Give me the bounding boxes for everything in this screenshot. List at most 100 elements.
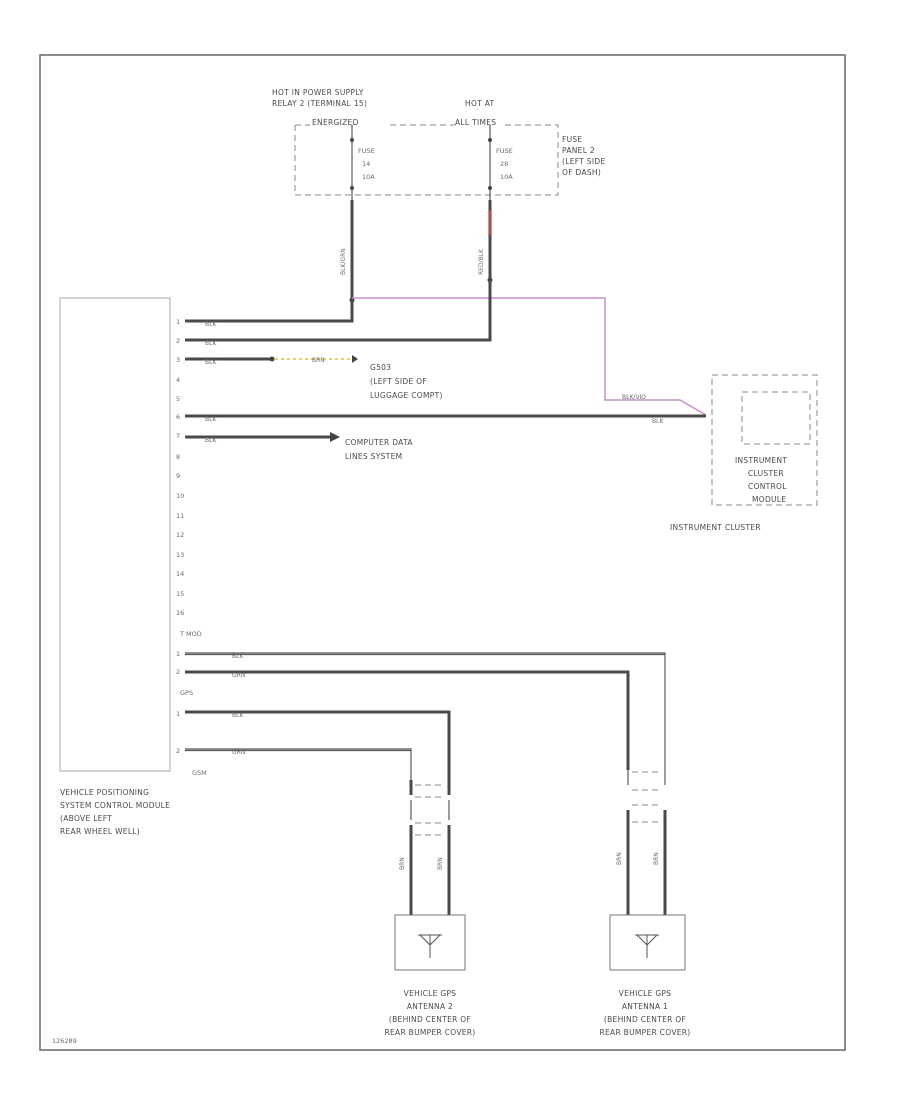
svg-text:BLK: BLK xyxy=(205,437,217,444)
svg-text:11: 11 xyxy=(176,512,184,520)
svg-text:BLK: BLK xyxy=(232,653,244,660)
antenna-1-connector: BRN BRN xyxy=(616,770,667,915)
svg-text:12: 12 xyxy=(176,531,184,539)
ground-label-3: LUGGAGE COMPT) xyxy=(370,391,443,400)
wire-violet xyxy=(352,297,707,416)
ground-arrow-icon xyxy=(352,355,358,363)
vpscm-box xyxy=(59,297,171,772)
reference-number: 126289 xyxy=(52,1037,77,1045)
svg-text:8: 8 xyxy=(176,453,180,461)
fuse-a: FUSE 14 10A xyxy=(350,125,375,200)
ant1-label-3: (BEHIND CENTER OF xyxy=(604,1015,686,1024)
wire-label-ic-black: BLK xyxy=(652,418,664,425)
svg-text:13: 13 xyxy=(176,551,184,559)
wire-pin-1 xyxy=(185,300,354,323)
fuse-panel-box xyxy=(294,124,559,196)
instrument-cluster-inner xyxy=(741,391,811,445)
wire-label-violet: BLK/VIO xyxy=(622,394,646,401)
svg-text:7: 7 xyxy=(176,432,180,440)
svg-text:1: 1 xyxy=(176,710,180,718)
svg-text:BLK: BLK xyxy=(205,340,217,347)
ant1-label-1: VEHICLE GPS xyxy=(619,989,672,998)
ic-name: INSTRUMENT CLUSTER xyxy=(670,523,761,532)
fuse-panel-label-1: FUSE xyxy=(562,135,583,144)
ant2-label-1: VEHICLE GPS xyxy=(404,989,457,998)
ic-label-1: INSTRUMENT xyxy=(735,456,787,465)
tmod-label: T MOD xyxy=(179,630,202,638)
wire-label-vert-left: BLK/GRN xyxy=(340,248,347,275)
ant1-label-2: ANTENNA 1 xyxy=(622,1002,668,1011)
fuse-b-name: FUSE xyxy=(496,147,513,155)
svg-text:BLK: BLK xyxy=(232,712,244,719)
antenna-1 xyxy=(609,914,686,971)
hot-in-label-1: HOT IN POWER SUPPLY xyxy=(272,88,364,97)
instrument-cluster-box xyxy=(711,374,818,506)
wire-tmod-2 xyxy=(185,670,630,770)
hot-at-label-2: ALL TIMES xyxy=(455,118,496,127)
ic-label-3: CONTROL xyxy=(748,482,787,491)
svg-text:14: 14 xyxy=(176,570,184,578)
svg-text:4: 4 xyxy=(176,376,180,384)
svg-text:16: 16 xyxy=(176,609,184,617)
svg-text:9: 9 xyxy=(176,472,180,480)
antenna-2-connector: BRN BRN xyxy=(399,780,451,915)
module-label-2: SYSTEM CONTROL MODULE xyxy=(60,801,170,810)
antenna-icon xyxy=(418,934,442,958)
svg-text:BLK: BLK xyxy=(205,321,217,328)
fuse-b: FUSE 28 10A xyxy=(488,125,513,200)
antenna-icon xyxy=(635,934,659,958)
ant2-label-4: REAR BUMPER COVER) xyxy=(384,1028,475,1037)
fuse-a-name: FUSE xyxy=(358,147,375,155)
wire-label-vert-right: RED/BLK xyxy=(478,248,485,275)
ant2-label-2: ANTENNA 2 xyxy=(407,1002,453,1011)
svg-text:BLK: BLK xyxy=(205,416,217,423)
gsm-label: GSM xyxy=(192,769,207,777)
wire-gps-1 xyxy=(185,710,451,780)
gps-label: GPS xyxy=(180,689,193,697)
svg-text:1: 1 xyxy=(176,318,180,326)
svg-text:10: 10 xyxy=(176,492,184,500)
fuse-b-rating: 10A xyxy=(500,173,513,181)
ground-label-1: G503 xyxy=(370,363,391,372)
hot-in-label-3: ENERGIZED xyxy=(312,118,359,127)
svg-text:5: 5 xyxy=(176,395,180,403)
svg-text:GRN: GRN xyxy=(232,749,245,756)
wire-pin-2 xyxy=(185,280,492,342)
ic-label-4: MODULE xyxy=(752,495,786,504)
pin-labels: 1 2 3 4 5 6 7 8 9 10 11 12 13 14 15 16 xyxy=(176,318,184,617)
antenna-2 xyxy=(394,914,466,971)
ant2-label-3: (BEHIND CENTER OF xyxy=(389,1015,471,1024)
hot-at-label-1: HOT AT xyxy=(465,99,495,108)
svg-text:BRN: BRN xyxy=(616,852,623,865)
fuse-panel-label-2: PANEL 2 xyxy=(562,146,595,155)
svg-text:GRN: GRN xyxy=(232,672,245,679)
module-label-3: (ABOVE LEFT xyxy=(60,814,112,823)
ic-label-2: CLUSTER xyxy=(748,469,784,478)
module-label-4: REAR WHEEL WELL) xyxy=(60,827,140,836)
wire-tmod-1 xyxy=(185,652,666,770)
fuse-panel-label-4: OF DASH) xyxy=(562,168,601,177)
svg-text:2: 2 xyxy=(176,337,180,345)
fuse-a-number: 14 xyxy=(362,160,370,168)
svg-text:2: 2 xyxy=(176,668,180,676)
svg-text:15: 15 xyxy=(176,590,184,598)
svg-text:BRN: BRN xyxy=(399,857,406,870)
svg-text:1: 1 xyxy=(176,650,180,658)
svg-text:BRN: BRN xyxy=(437,857,444,870)
diagram-frame xyxy=(39,54,846,1051)
hot-in-label-2: RELAY 2 (TERMINAL 15) xyxy=(272,99,367,108)
svg-text:BLK: BLK xyxy=(205,359,217,366)
fuse-b-number: 28 xyxy=(500,160,508,168)
svg-text:2: 2 xyxy=(176,747,180,755)
ant1-label-4: REAR BUMPER COVER) xyxy=(599,1028,690,1037)
data-lines-arrow-icon xyxy=(330,432,340,442)
fuse-panel-label-3: (LEFT SIDE xyxy=(562,157,605,166)
ground-label-2: (LEFT SIDE OF xyxy=(370,377,427,386)
svg-text:6: 6 xyxy=(176,413,180,421)
svg-text:BRN: BRN xyxy=(312,357,325,364)
cds-label-2: LINES SYSTEM xyxy=(345,452,402,461)
fuse-a-rating: 10A xyxy=(362,173,375,181)
svg-text:3: 3 xyxy=(176,356,180,364)
